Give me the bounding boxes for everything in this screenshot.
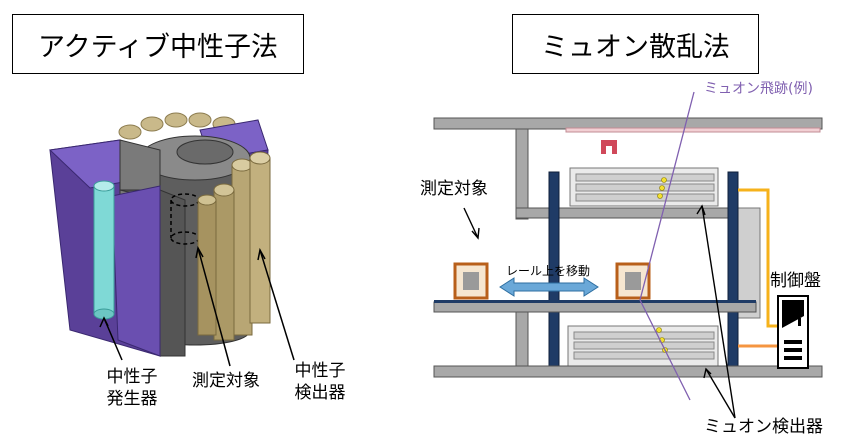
muon-detector-upper [569,167,719,207]
label-muon-measurement-target: 測定対象 [420,179,488,199]
muon-track [639,91,695,401]
muon-target-left [453,262,489,300]
rail-arrow [499,277,599,297]
label-muon-detector: ミュオン検出器 [704,417,823,437]
cables [738,188,778,348]
right-pointer-lines [463,204,736,419]
label-neutron-measurement-target: 測定対象 [192,371,260,391]
right-title: ミュオン散乱法 [541,31,730,63]
neutron-generator-tube [93,180,115,320]
left-title-box: アクティブ中性子法 [12,14,304,74]
label-neutron-generator-line1: 中性子 [106,367,158,387]
label-neutron-detector-line2: 検出器 [294,383,346,403]
label-neutron-generator-line2: 発生器 [106,389,158,409]
label-neutron-detector: 中性子 検出器 [280,360,360,404]
neutron-detector-tubes-front [197,151,271,341]
muon-apparatus [433,91,823,419]
muon-detector-lower [567,325,719,367]
left-pointer-lines [99,245,295,367]
left-title: アクティブ中性子法 [37,31,279,63]
rail [433,301,757,313]
label-neutron-generator: 中性子 発生器 [92,366,172,410]
label-muon-track: ミュオン飛跡(例) [704,81,813,97]
right-post [727,171,739,369]
label-neutron-detector-line1: 中性子 [294,361,346,381]
right-title-box: ミュオン散乱法 [512,14,759,74]
control-panel [777,295,809,369]
label-control-panel: 制御盤 [770,271,821,291]
neutron-apparatus [48,112,295,367]
label-rail-move: レール上を移動 [506,264,591,278]
muon-target-right [615,262,651,300]
red-hook-mark [601,140,617,154]
